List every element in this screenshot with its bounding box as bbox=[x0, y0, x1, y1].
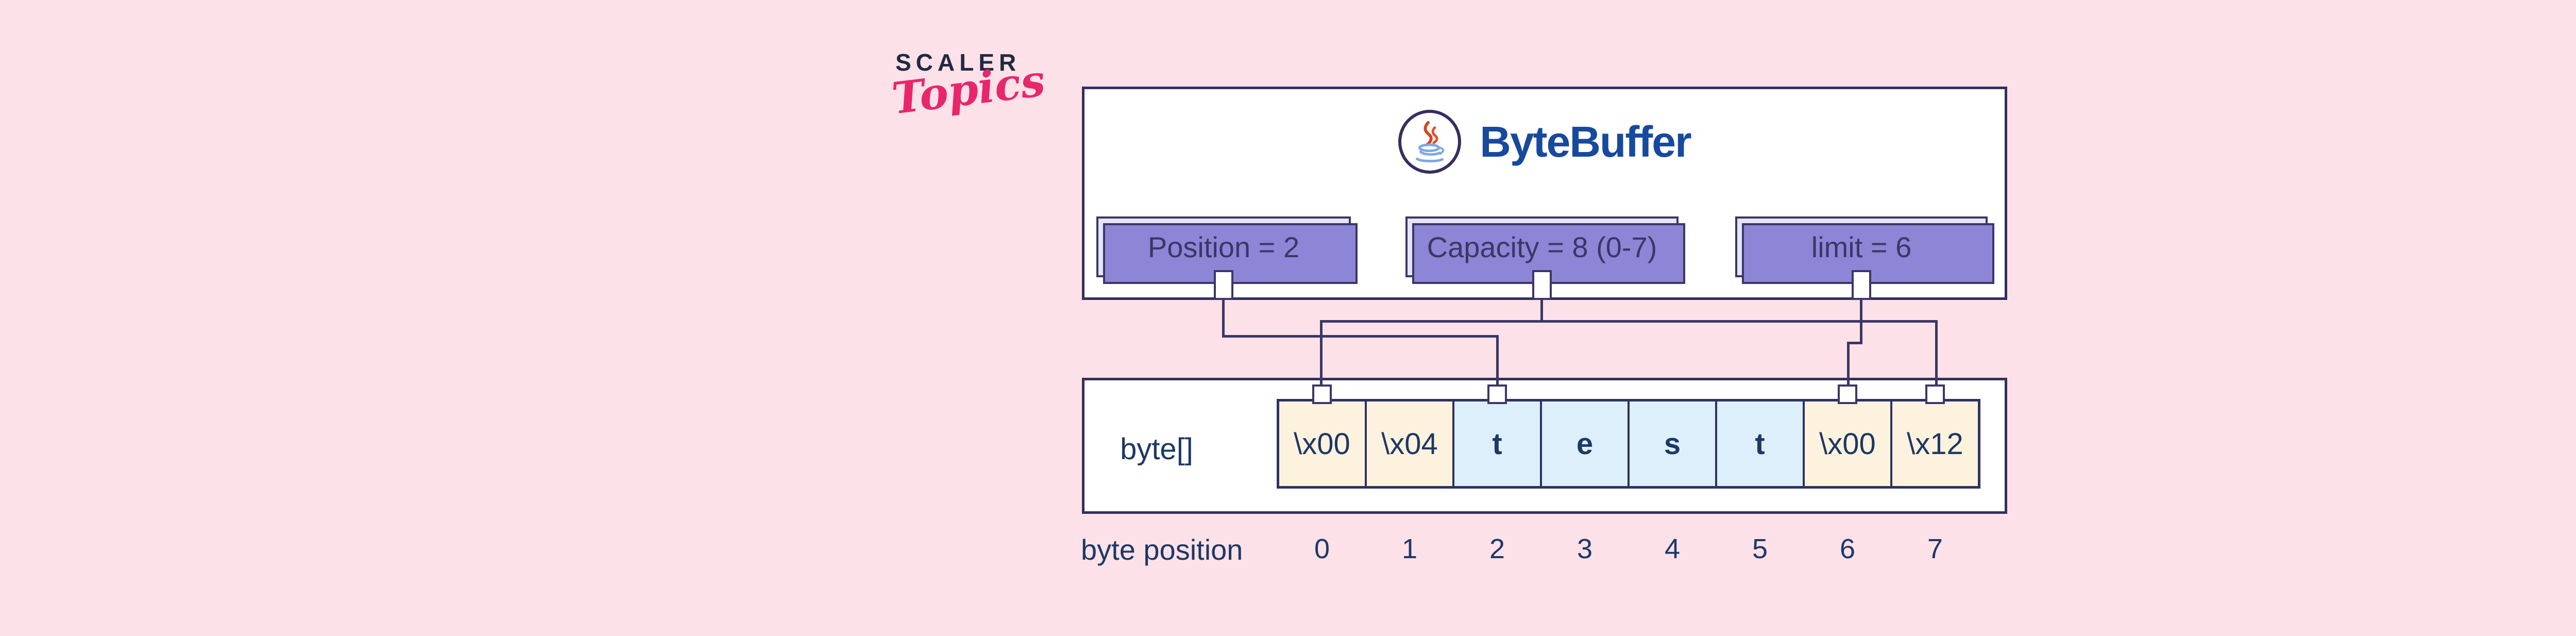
byte-position-3: 3 bbox=[1577, 533, 1593, 564]
limit-connector-line bbox=[1860, 298, 1862, 344]
capacity-connector-line-to-7 bbox=[1935, 320, 1938, 388]
byte-cell-0: \x00 bbox=[1279, 401, 1365, 486]
byte-position-4: 4 bbox=[1664, 533, 1681, 564]
byte-cell-5: t bbox=[1717, 401, 1803, 486]
byte-position-0: 0 bbox=[1314, 533, 1330, 564]
position-field-label: Position = 2 bbox=[1147, 230, 1300, 263]
limit-field-box: limit = 6 bbox=[1735, 216, 1994, 300]
scaler-topics-logo: SCALER Topics bbox=[889, 48, 1048, 124]
array-stub-position-7 bbox=[1925, 384, 1945, 404]
capacity-field-box: Capacity = 8 (0-7) bbox=[1405, 216, 1685, 300]
capacity-connector-line bbox=[1540, 298, 1543, 323]
position-connector-line bbox=[1222, 335, 1499, 338]
byte-cell-1: \x04 bbox=[1367, 401, 1452, 486]
java-coffee-cup-icon bbox=[1398, 110, 1462, 174]
limit-connector-line bbox=[1847, 342, 1862, 344]
position-connector-stub bbox=[1214, 270, 1233, 300]
limit-connector-line bbox=[1847, 342, 1850, 388]
position-connector-line bbox=[1222, 298, 1225, 338]
byte-cell-2: t bbox=[1454, 401, 1540, 486]
array-stub-position-2 bbox=[1487, 384, 1507, 404]
panel-title: ByteBuffer bbox=[1480, 117, 1691, 166]
capacity-connector-stub bbox=[1532, 270, 1552, 300]
capacity-connector-line-to-0 bbox=[1320, 320, 1323, 388]
byte-position-7: 7 bbox=[1927, 533, 1943, 564]
capacity-field-label: Capacity = 8 (0-7) bbox=[1427, 230, 1657, 263]
panel-header: ByteBuffer bbox=[1084, 110, 2005, 174]
position-connector-line bbox=[1496, 335, 1499, 388]
byte-position-label: byte position bbox=[1081, 533, 1243, 566]
byte-cell-6: \x00 bbox=[1805, 401, 1890, 486]
byte-array-label: byte[] bbox=[1120, 432, 1193, 466]
limit-field-label: limit = 6 bbox=[1811, 230, 1912, 263]
array-stub-position-6 bbox=[1838, 384, 1857, 404]
logo-brand-text: SCALER bbox=[895, 49, 1021, 76]
byte-position-2: 2 bbox=[1489, 533, 1505, 564]
byte-position-1: 1 bbox=[1401, 533, 1418, 564]
position-field-box: Position = 2 bbox=[1096, 216, 1358, 300]
limit-connector-stub bbox=[1852, 270, 1871, 300]
byte-cell-7: \x12 bbox=[1892, 401, 1978, 486]
byte-cell-3: e bbox=[1542, 401, 1628, 486]
capacity-connector-line bbox=[1320, 320, 1938, 323]
byte-position-5: 5 bbox=[1752, 533, 1768, 564]
byte-position-6: 6 bbox=[1839, 533, 1856, 564]
array-stub-position-0 bbox=[1312, 384, 1332, 404]
byte-array-cells: \x00 \x04 t e s t \x00 \x12 bbox=[1277, 399, 1980, 489]
byte-cell-4: s bbox=[1630, 401, 1715, 486]
